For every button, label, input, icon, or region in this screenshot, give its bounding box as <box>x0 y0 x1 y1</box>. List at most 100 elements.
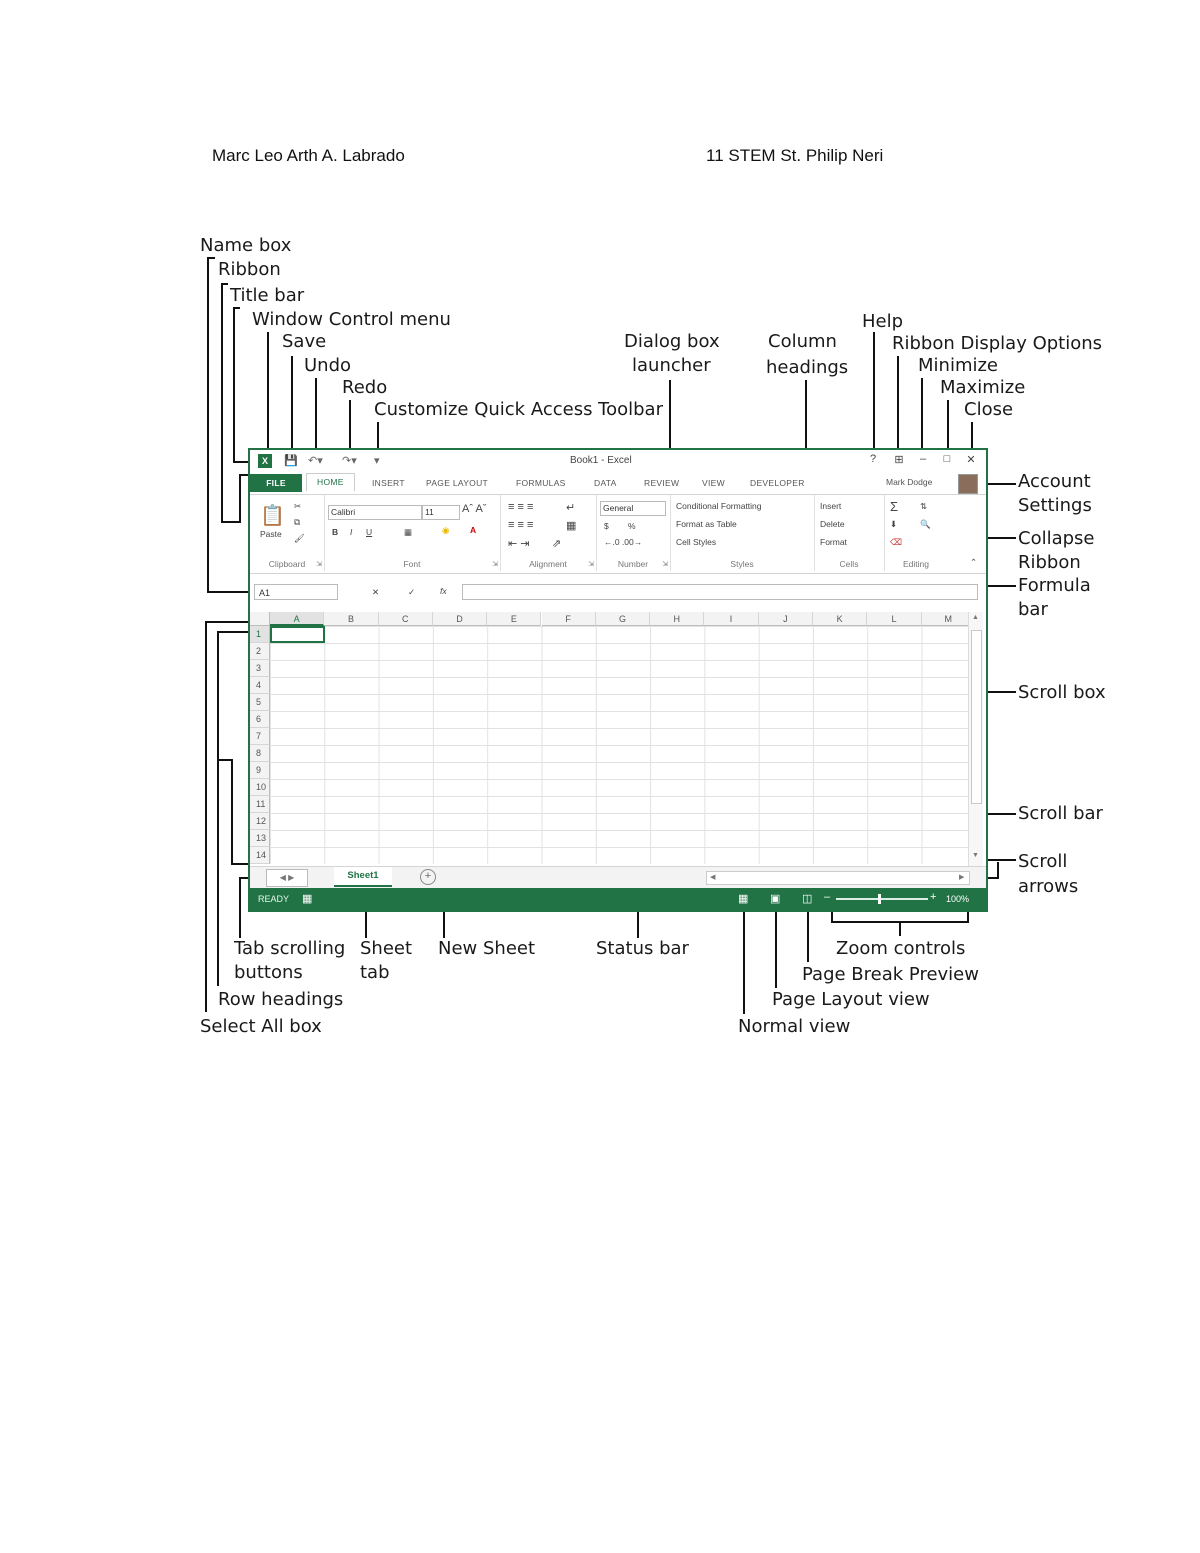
scroll-down-arrow-icon[interactable]: ▼ <box>972 852 979 859</box>
font-color-icon[interactable]: A <box>470 525 477 535</box>
row-heading[interactable]: 4 <box>250 677 270 694</box>
font-name-select[interactable]: Calibri <box>328 505 422 520</box>
normal-view-icon[interactable]: ▦ <box>738 893 749 905</box>
tab-home[interactable]: HOME <box>306 473 355 491</box>
conditional-formatting-button[interactable]: Conditional Formatting <box>676 501 762 511</box>
cell-area[interactable] <box>270 626 968 864</box>
fill-icon[interactable]: ⬇ <box>890 519 898 529</box>
number-format-select[interactable]: General <box>600 501 666 516</box>
autosum-icon[interactable]: Σ <box>890 499 899 514</box>
insert-function-icon[interactable]: fx <box>440 586 447 596</box>
row-heading[interactable]: 11 <box>250 796 270 813</box>
maximize-icon[interactable]: □ <box>943 453 951 465</box>
row-heading[interactable]: 12 <box>250 813 270 830</box>
row-heading[interactable]: 5 <box>250 694 270 711</box>
scroll-up-arrow-icon[interactable]: ▲ <box>972 614 979 621</box>
orientation-icon[interactable]: ⇗ <box>552 538 562 550</box>
clipboard-dialog-launcher-icon[interactable]: ⇲ <box>316 561 322 568</box>
account-name[interactable]: Mark Dodge <box>886 477 933 487</box>
undo-icon[interactable]: ↶▾ <box>308 455 323 467</box>
horizontal-scroll-bar[interactable]: ◀ ▶ <box>706 871 970 885</box>
row-heading[interactable]: 9 <box>250 762 270 779</box>
currency-icon[interactable]: $ <box>604 521 609 531</box>
increase-font-icon[interactable]: Aˆ Aˇ <box>462 503 487 515</box>
row-heading[interactable]: 7 <box>250 728 270 745</box>
save-icon[interactable]: 💾 <box>284 455 298 467</box>
tab-page-layout[interactable]: PAGE LAYOUT <box>426 478 489 488</box>
column-heading[interactable]: C <box>378 612 433 626</box>
number-dialog-launcher-icon[interactable]: ⇲ <box>662 561 668 568</box>
zoom-in-icon[interactable]: + <box>930 891 937 903</box>
tab-review[interactable]: REVIEW <box>644 478 680 488</box>
cancel-icon[interactable]: ✕ <box>372 587 380 597</box>
paste-icon[interactable]: 📋 <box>260 505 285 527</box>
page-break-preview-icon[interactable]: ◫ <box>802 893 813 905</box>
macro-record-icon[interactable]: ▦ <box>302 893 313 905</box>
column-heading[interactable]: I <box>704 612 759 626</box>
font-dialog-launcher-icon[interactable]: ⇲ <box>492 561 498 568</box>
row-heading[interactable]: 8 <box>250 745 270 762</box>
name-box[interactable]: A1 <box>254 584 338 600</box>
minimize-icon[interactable]: – <box>919 453 927 465</box>
format-as-table-button[interactable]: Format as Table <box>676 519 737 529</box>
row-heading[interactable]: 3 <box>250 660 270 677</box>
format-painter-icon[interactable]: 🖌 <box>294 533 305 543</box>
row-heading[interactable]: 10 <box>250 779 270 796</box>
customize-qat-icon[interactable]: ▾ <box>374 455 380 467</box>
insert-cells-button[interactable]: Insert <box>820 501 842 511</box>
decimal-icon[interactable]: ←.0 .00→ <box>604 537 643 547</box>
active-cell[interactable] <box>270 626 325 643</box>
zoom-slider-thumb[interactable] <box>878 894 881 904</box>
column-heading[interactable]: E <box>487 612 542 626</box>
zoom-out-icon[interactable]: – <box>824 891 831 903</box>
column-heading[interactable]: J <box>758 612 813 626</box>
tab-data[interactable]: DATA <box>594 478 617 488</box>
row-heading[interactable]: 6 <box>250 711 270 728</box>
account-avatar[interactable] <box>958 474 978 494</box>
column-heading[interactable]: B <box>324 612 379 626</box>
column-heading[interactable]: L <box>867 612 922 626</box>
font-size-select[interactable]: 11 <box>422 505 460 520</box>
column-heading[interactable]: F <box>541 612 596 626</box>
new-sheet-icon[interactable]: + <box>420 869 436 885</box>
formula-input[interactable] <box>462 584 978 600</box>
wrap-text-icon[interactable]: ↵ <box>566 502 576 514</box>
sheet-tab[interactable]: Sheet1 <box>334 867 392 887</box>
help-icon[interactable]: ? <box>869 453 877 465</box>
find-select-icon[interactable]: 🔍 <box>920 519 931 529</box>
zoom-level[interactable]: 100% <box>946 894 970 904</box>
tab-developer[interactable]: DEVELOPER <box>750 478 805 488</box>
zoom-slider[interactable] <box>836 898 928 900</box>
row-heading[interactable]: 1 <box>250 626 270 643</box>
scroll-left-arrow-icon[interactable]: ◀ <box>710 874 716 881</box>
vertical-scroll-bar[interactable]: ▲ ▼ <box>968 612 983 866</box>
close-icon[interactable]: ✕ <box>966 454 976 466</box>
column-heading[interactable]: G <box>595 612 651 626</box>
row-heading[interactable]: 2 <box>250 643 270 660</box>
scroll-box[interactable] <box>971 630 982 804</box>
tab-insert[interactable]: INSERT <box>372 478 405 488</box>
row-heading[interactable]: 14 <box>250 847 270 864</box>
enter-icon[interactable]: ✓ <box>408 587 416 597</box>
tab-view[interactable]: VIEW <box>702 478 725 488</box>
collapse-ribbon-icon[interactable]: ⌃ <box>970 557 978 567</box>
indent-icon[interactable]: ⇤ ⇥ <box>508 538 530 550</box>
paste-button-label[interactable]: Paste <box>260 529 282 539</box>
sort-filter-icon[interactable]: ⇅ <box>920 501 928 511</box>
percent-icon[interactable]: % <box>628 521 636 531</box>
row-heading[interactable]: 13 <box>250 830 270 847</box>
copy-icon[interactable]: ⧉ <box>294 517 301 527</box>
column-heading[interactable]: D <box>432 612 488 626</box>
alignment-dialog-launcher-icon[interactable]: ⇲ <box>588 561 594 568</box>
fill-color-icon[interactable]: ◉ <box>442 525 450 535</box>
scroll-right-arrow-icon[interactable]: ▶ <box>959 874 965 881</box>
ribbon-display-options-icon[interactable]: ⊞ <box>894 454 904 466</box>
cut-icon[interactable]: ✂ <box>294 501 302 511</box>
column-heading[interactable]: H <box>650 612 705 626</box>
merge-center-icon[interactable]: ▦ <box>566 520 577 532</box>
tab-file[interactable]: FILE <box>250 474 302 492</box>
redo-icon[interactable]: ↷▾ <box>342 455 357 467</box>
format-cells-button[interactable]: Format <box>820 537 847 547</box>
window-control-menu-icon[interactable]: X <box>258 454 272 468</box>
underline-icon[interactable]: U <box>366 527 373 537</box>
